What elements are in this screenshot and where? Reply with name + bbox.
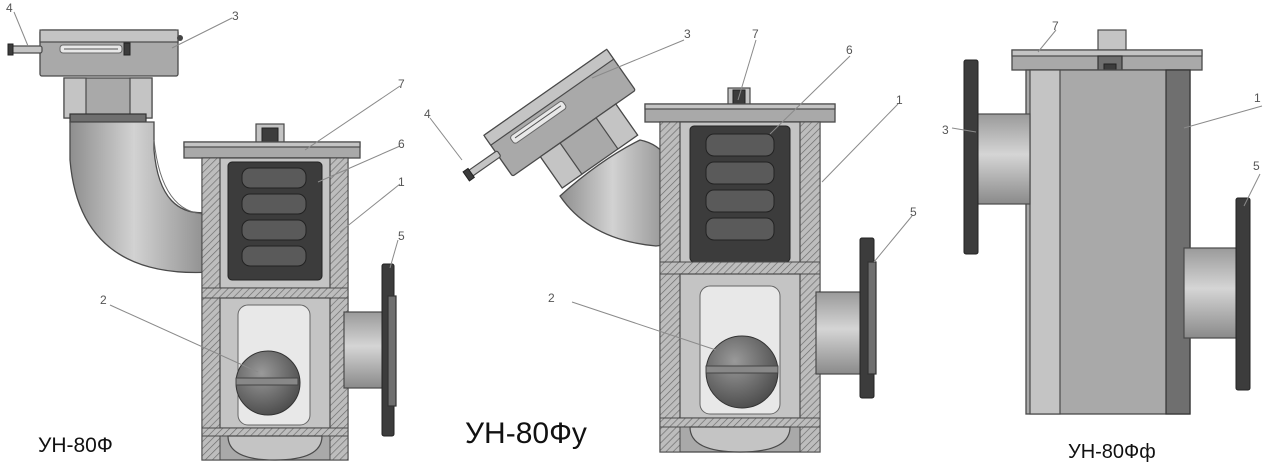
label-3: 3 xyxy=(232,9,239,23)
ball-float xyxy=(699,285,781,415)
figure-un-80f: 4 3 7 6 1 5 2 УН-80Ф xyxy=(6,1,405,461)
leader-4 xyxy=(429,117,463,161)
leader-7 xyxy=(304,85,401,151)
inlet-flange xyxy=(963,59,1031,255)
rod xyxy=(7,43,43,56)
outlet-flange xyxy=(1183,197,1251,391)
label-2: 2 xyxy=(100,293,107,307)
leader-7 xyxy=(737,39,757,101)
main-body xyxy=(659,121,821,453)
leader-2 xyxy=(571,301,717,351)
main-body xyxy=(1025,69,1191,415)
label-4: 4 xyxy=(6,1,13,15)
ball-float xyxy=(235,304,311,426)
label-7: 7 xyxy=(1052,19,1059,33)
angled-assembly xyxy=(462,48,639,189)
label-1: 1 xyxy=(1254,91,1261,105)
leader-5 xyxy=(1243,173,1261,207)
label-6: 6 xyxy=(846,43,853,57)
leader-6 xyxy=(317,145,401,183)
label-2: 2 xyxy=(548,291,555,305)
label-5: 5 xyxy=(910,205,917,219)
label-5: 5 xyxy=(1253,159,1260,173)
label-7: 7 xyxy=(752,27,759,41)
label-3: 3 xyxy=(684,27,691,41)
leader-5 xyxy=(873,215,913,263)
label-1: 1 xyxy=(398,175,405,189)
sight-glass-housing xyxy=(39,29,183,77)
label-5: 5 xyxy=(398,229,405,243)
leader-1 xyxy=(339,183,401,233)
top-cover xyxy=(183,123,361,159)
figure-title: УН-80Фф xyxy=(1068,441,1156,463)
leader-3 xyxy=(591,39,685,79)
leader-6 xyxy=(769,55,851,135)
outlet-flange xyxy=(343,263,397,437)
leader-5 xyxy=(389,239,399,269)
main-body xyxy=(201,157,349,461)
figure-title: УН-80Ф xyxy=(38,434,113,457)
outlet-flange xyxy=(815,237,877,399)
label-6: 6 xyxy=(398,137,405,151)
leader-1 xyxy=(1183,105,1263,129)
filter-cartridge xyxy=(227,161,323,281)
figure-title: УН-80Фу xyxy=(465,417,587,450)
leader-2 xyxy=(109,304,259,373)
hex-nut xyxy=(63,77,153,123)
label-7: 7 xyxy=(398,77,405,91)
leader-3 xyxy=(951,127,977,133)
label-3: 3 xyxy=(942,123,949,137)
figure-un-80fu: 3 7 6 1 4 5 2 УН-80Фу xyxy=(424,27,917,453)
leader-4 xyxy=(13,11,29,47)
label-1: 1 xyxy=(896,93,903,107)
leader-3 xyxy=(171,17,233,49)
leader-1 xyxy=(821,103,899,183)
leader-7 xyxy=(1037,29,1057,53)
filter-cartridge xyxy=(689,125,791,263)
figure-un-80ff: 7 1 3 5 УН-80Фф xyxy=(942,19,1263,463)
label-4: 4 xyxy=(424,107,431,121)
